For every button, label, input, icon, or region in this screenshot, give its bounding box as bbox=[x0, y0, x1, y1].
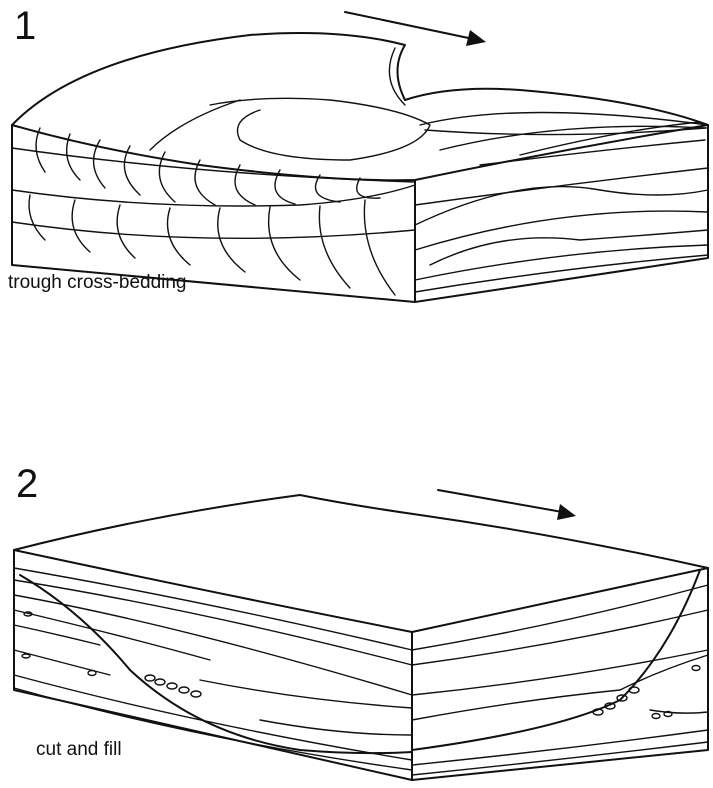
diagram-trough-cross-bedding: 1 trough cross-bedding bbox=[0, 0, 713, 320]
diagram-number: 1 bbox=[14, 6, 36, 46]
cross-strata-side bbox=[415, 168, 708, 292]
diagram-number: 2 bbox=[16, 464, 38, 504]
diagram-caption: cut and fill bbox=[36, 740, 122, 759]
flow-direction-arrow bbox=[345, 12, 486, 46]
block-outline bbox=[12, 33, 708, 302]
diagram-cut-and-fill: 2 cut and fill bbox=[0, 450, 713, 788]
trough-surface-lines bbox=[150, 48, 708, 165]
flow-direction-arrow bbox=[438, 490, 576, 520]
cut-and-fill-block-diagram bbox=[0, 450, 713, 788]
diagram-caption: trough cross-bedding bbox=[8, 273, 187, 292]
